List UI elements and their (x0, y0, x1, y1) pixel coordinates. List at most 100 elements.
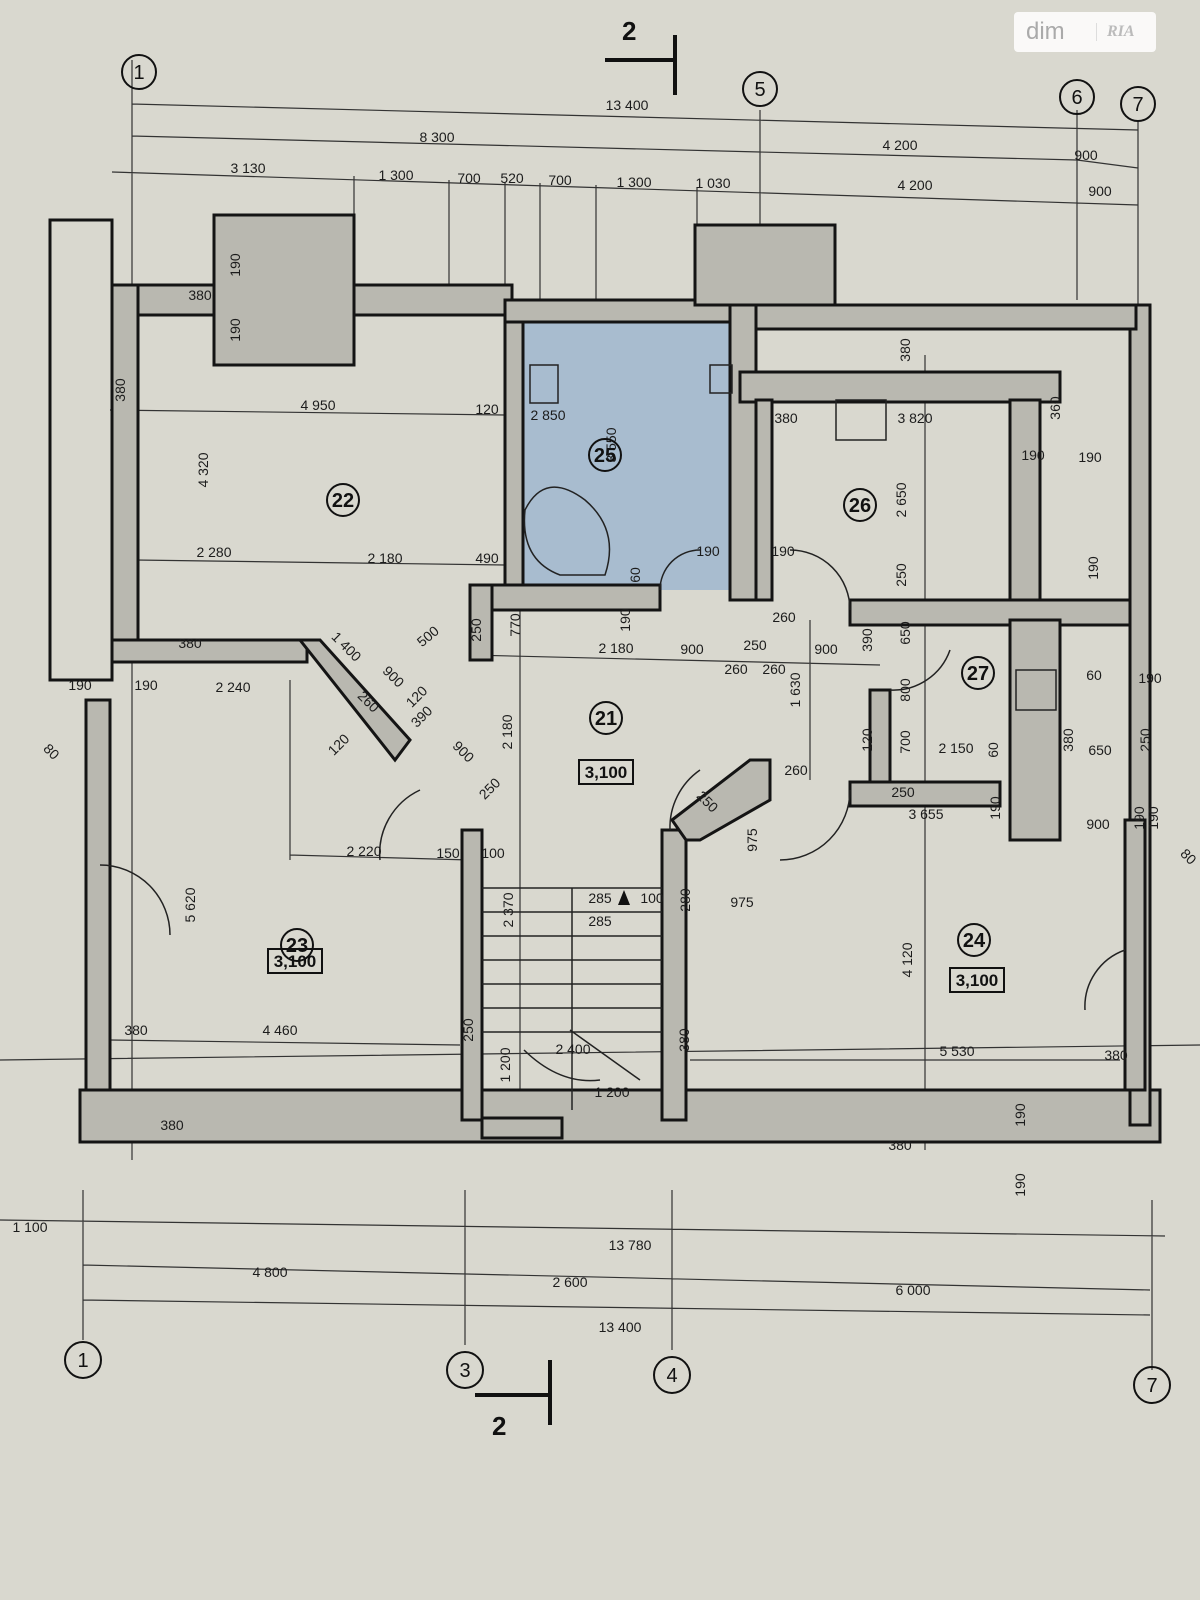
room-number: 21 (589, 701, 623, 735)
dimension-label: 2 850 (530, 407, 565, 423)
dimension-label: 770 (507, 613, 523, 637)
axis-marker-top-circle (742, 71, 778, 107)
room-number-circle (843, 488, 877, 522)
dimension-label: 280 (677, 888, 693, 912)
dimension-label: 190 (1138, 670, 1162, 686)
dimension-label: 380 (188, 287, 212, 303)
stair-treads (480, 887, 662, 1140)
room-height-label: 3,100 (956, 971, 999, 990)
axis-marker-top-circle (121, 54, 157, 90)
room-number-text: 26 (849, 495, 871, 517)
axis-marker-top-text: 7 (1132, 94, 1143, 116)
dimension-label: 380 (897, 338, 913, 362)
axis-marker-top: 7 (1120, 86, 1156, 122)
dimension-label: 13 780 (609, 1237, 652, 1253)
dimension-label: 190 (134, 677, 158, 693)
dimension-label: 190 (1012, 1103, 1028, 1127)
axis-marker-bottom-text: 1 (77, 1350, 88, 1372)
dimension-label: 1 300 (378, 167, 413, 183)
room-number: 27 (961, 656, 995, 690)
dimension-label: 3 130 (230, 160, 265, 176)
room-number-circle (961, 656, 995, 690)
dimension-label: 8 300 (419, 129, 454, 145)
dimension-label: 380 (888, 1137, 912, 1153)
watermark-logo: dim RIA (1014, 12, 1156, 52)
section-mark-label: 2 (622, 16, 636, 46)
bathtub-icon (523, 486, 611, 576)
dimension-label: 900 (380, 663, 408, 691)
dimension-label: 190 (227, 253, 243, 277)
dimension-label: 900 (680, 641, 704, 657)
room-number: 25 (588, 438, 622, 472)
dimension-label: 380 (1060, 728, 1076, 752)
axis-marker-bottom: 4 (653, 1356, 691, 1394)
dimension-label: 380 (112, 378, 128, 402)
dimension-label: 260 (762, 661, 786, 677)
dimension-label: 1 630 (787, 672, 803, 707)
dimension-label: 975 (744, 828, 760, 852)
section-arrow-icon (475, 1360, 552, 1425)
dimension-label: 380 (774, 410, 798, 426)
dimension-label: 1 200 (497, 1047, 513, 1082)
dimension-label: 5 530 (939, 1043, 974, 1059)
axis-marker-bottom-text: 4 (666, 1365, 677, 1387)
room-height-label: 3,100 (585, 763, 628, 782)
dimension-label: 285 (588, 890, 612, 906)
dimension-label: 260 (784, 762, 808, 778)
dimension-label: 500 (414, 622, 442, 649)
dimension-label: 4 120 (899, 942, 915, 977)
dimension-label: 190 (68, 677, 92, 693)
axis-marker-top: 1 (121, 54, 157, 90)
dimension-label: 3 655 (908, 806, 943, 822)
dimension-label: 380 (124, 1022, 148, 1038)
axis-marker-top-circle (1059, 79, 1095, 115)
dimension-label: 13 400 (606, 97, 649, 113)
dimension-label: 6 000 (895, 1282, 930, 1298)
watermark-brand: dim (1026, 18, 1065, 45)
dimension-label: 390 (859, 628, 875, 652)
room-number-circle (589, 701, 623, 735)
dimension-label: 250 (893, 563, 909, 587)
dimension-label: 190 (987, 796, 1003, 820)
room-number-text: 24 (963, 930, 986, 952)
dimension-label: 360 (1047, 396, 1063, 420)
dimension-label: 975 (730, 894, 754, 910)
axis-marker-bottom-text: 7 (1146, 1375, 1157, 1397)
dimension-label: 60 (1086, 667, 1102, 683)
dimension-label: 4 200 (882, 137, 917, 153)
room-height-label-box (949, 967, 1005, 993)
room-number: 23 (280, 928, 314, 962)
dimension-label: 800 (897, 678, 913, 702)
dimension-label: 2 650 (893, 482, 909, 517)
room-number-text: 21 (595, 708, 617, 730)
axis-marker-bottom: 3 (446, 1351, 484, 1389)
room-number: 24 (957, 923, 991, 957)
dimension-label: 900 (1074, 147, 1098, 163)
dimension-label: 250 (743, 637, 767, 653)
dimension-label: 380 (1104, 1047, 1128, 1063)
boiler-icon (1015, 669, 1057, 711)
walls (48, 213, 1162, 1144)
dimension-label: 250 (1137, 728, 1153, 752)
dimension-label: 380 (178, 635, 202, 651)
dimension-lines (0, 60, 1200, 1370)
dimension-label: 1 100 (12, 1219, 47, 1235)
room-number-circle (326, 483, 360, 517)
dimension-label: 900 (1088, 183, 1112, 199)
fixtures (523, 364, 1057, 711)
dimension-label: 60 (627, 567, 643, 583)
dimension-label: 4 950 (300, 397, 335, 413)
dimension-label: 190 (617, 608, 633, 632)
axis-marker-top-text: 6 (1071, 87, 1082, 109)
doors (99, 549, 1126, 1011)
dimension-label: 900 (450, 738, 478, 766)
dimension-label: 700 (548, 172, 572, 188)
dimension-label: 13 400 (599, 1319, 642, 1335)
dimension-label: 1 030 (695, 175, 730, 191)
dimension-label: 190 (1012, 1173, 1028, 1197)
room-number-text: 25 (594, 445, 616, 467)
dimension-label: 2 180 (367, 550, 402, 566)
dimension-label: 900 (814, 641, 838, 657)
axis-marker-bottom: 1 (64, 1341, 102, 1379)
dimension-label: 2 150 (938, 740, 973, 756)
